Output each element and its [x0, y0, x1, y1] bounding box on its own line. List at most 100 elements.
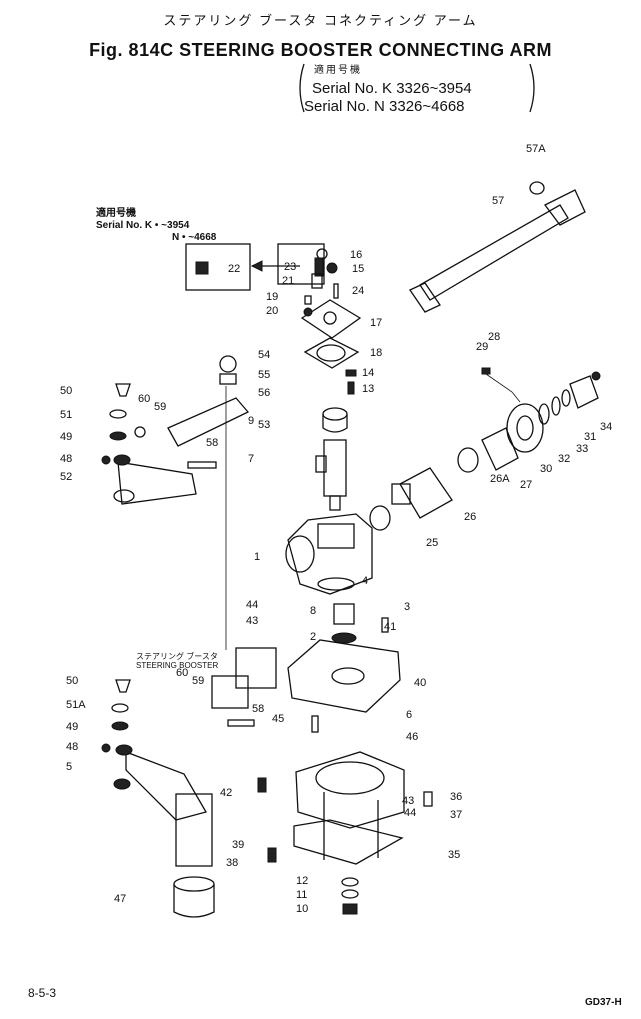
part-52-lower-arm — [113, 461, 197, 505]
paren-left — [299, 63, 305, 113]
serial-jp-label: 適用号機 — [314, 65, 362, 76]
callout-51a: 51A — [66, 699, 86, 711]
callout-47: 47 — [114, 893, 126, 905]
part-26-bearing — [369, 447, 479, 531]
callout-19: 19 — [266, 291, 278, 303]
callout-41: 41 — [384, 621, 396, 633]
japanese-title: ステアリング ブースタ コネクティング アーム — [163, 13, 478, 28]
inset-fitting-22 — [195, 261, 209, 275]
part-29-bolt — [481, 367, 491, 375]
part-9-bushing — [322, 407, 348, 433]
callout-13: 13 — [362, 383, 374, 395]
part-27-end-cap — [506, 403, 544, 453]
callout-56: 56 — [258, 387, 270, 399]
callout-11: 11 — [296, 889, 307, 901]
inset-arrow-head — [250, 260, 263, 272]
callout-59: 59 — [192, 675, 204, 687]
callout-57: 57 — [492, 195, 504, 207]
callout-4: 4 — [362, 575, 368, 587]
callout-48: 48 — [66, 741, 78, 753]
callout-60: 60 — [138, 393, 150, 405]
part-57-steering-shaft — [409, 181, 586, 313]
callout-52: 52 — [60, 471, 72, 483]
part-50-51-fittings-upper — [101, 383, 131, 466]
callout-44: 44 — [404, 807, 416, 819]
inset-detail-box — [185, 243, 251, 291]
callout-8: 8 — [310, 605, 316, 617]
callout-49: 49 — [60, 431, 72, 443]
part-17-cover-plate — [300, 295, 362, 339]
part-42-bolt — [257, 777, 267, 793]
callout-22: 22 — [228, 263, 240, 275]
part-cluster-16-15 — [311, 248, 339, 299]
callout-42: 42 — [220, 787, 232, 799]
callout-33: 33 — [576, 443, 588, 455]
part-13-14-screw — [345, 369, 357, 395]
callout-3: 3 — [404, 601, 410, 613]
detail-serial-jp: 適用号機 — [96, 208, 136, 219]
callout-bracket — [277, 243, 325, 285]
subfigure-label: ステアリング ブースタ STEERING BOOSTER — [136, 652, 218, 670]
part-45-bolt — [311, 715, 319, 733]
part-58-bolt-upper — [187, 461, 217, 469]
callout-24: 24 — [352, 285, 364, 297]
callout-25: 25 — [426, 537, 438, 549]
serial-range-block: 適用号機 Serial No. K 3326~3954 Serial No. N… — [300, 62, 472, 116]
detail-serial-n: N • ~4668 — [172, 232, 217, 243]
callout-16: 16 — [350, 249, 362, 261]
callout-21: 21 — [282, 275, 294, 287]
part-25-booster-piston — [391, 467, 453, 519]
callout-2: 2 — [310, 631, 316, 643]
callout-7: 7 — [248, 453, 254, 465]
callout-28: 28 — [488, 331, 500, 343]
callout-54: 54 — [258, 349, 270, 361]
callout-31: 31 — [584, 431, 596, 443]
part-40-mount-plate — [287, 639, 401, 713]
callout-26a: 26A — [490, 473, 510, 485]
callout-35: 35 — [448, 849, 460, 861]
callout-29: 29 — [476, 341, 488, 353]
callout-9: 9 — [248, 415, 254, 427]
callout-15: 15 — [352, 263, 364, 275]
part-53-upper-arm — [167, 355, 250, 447]
part-46-lower-arm — [125, 751, 213, 867]
callout-44: 44 — [246, 599, 258, 611]
callout-32: 32 — [558, 453, 570, 465]
callout-53: 53 — [258, 419, 270, 431]
wire-28-29 — [485, 373, 521, 403]
callout-34: 34 — [600, 421, 612, 433]
part-10-12-nut-stack — [341, 877, 359, 915]
callout-17: 17 — [370, 317, 382, 329]
callout-37: 37 — [450, 809, 462, 821]
callout-58: 58 — [252, 703, 264, 715]
figure-title: Fig. 814C STEERING BOOSTER CONNECTING AR… — [89, 40, 552, 60]
subfigure-steering-booster — [211, 647, 277, 727]
detail-serial-k: Serial No. K • ~3954 — [96, 220, 190, 231]
part-50-51a-fittings-lower — [101, 679, 133, 790]
callout-14: 14 — [362, 367, 374, 379]
callout-26: 26 — [464, 511, 476, 523]
serial-k: Serial No. K 3326~3954 — [312, 80, 472, 97]
callout-50: 50 — [60, 385, 72, 397]
callout-46: 46 — [406, 731, 418, 743]
part-30-34-seals — [538, 371, 601, 425]
subfigure-jp: ステアリング ブースタ — [136, 652, 218, 661]
serial-n: Serial No. N 3326~4668 — [304, 98, 465, 115]
paren-right — [529, 63, 535, 113]
callout-40: 40 — [414, 677, 426, 689]
callout-38: 38 — [226, 857, 238, 869]
callout-5: 5 — [66, 761, 72, 773]
callout-45: 45 — [272, 713, 284, 725]
callout-58: 58 — [206, 437, 218, 449]
part-26a-plate — [481, 427, 519, 471]
callout-6: 6 — [406, 709, 412, 721]
part-41-bolt — [381, 617, 389, 633]
callout-60: 60 — [176, 667, 188, 679]
callout-23: 23 — [284, 261, 296, 273]
callout-27: 27 — [520, 479, 532, 491]
callout-43: 43 — [402, 795, 414, 807]
page-number: 8-5-3 — [28, 986, 57, 1000]
callout-59: 59 — [154, 401, 166, 413]
